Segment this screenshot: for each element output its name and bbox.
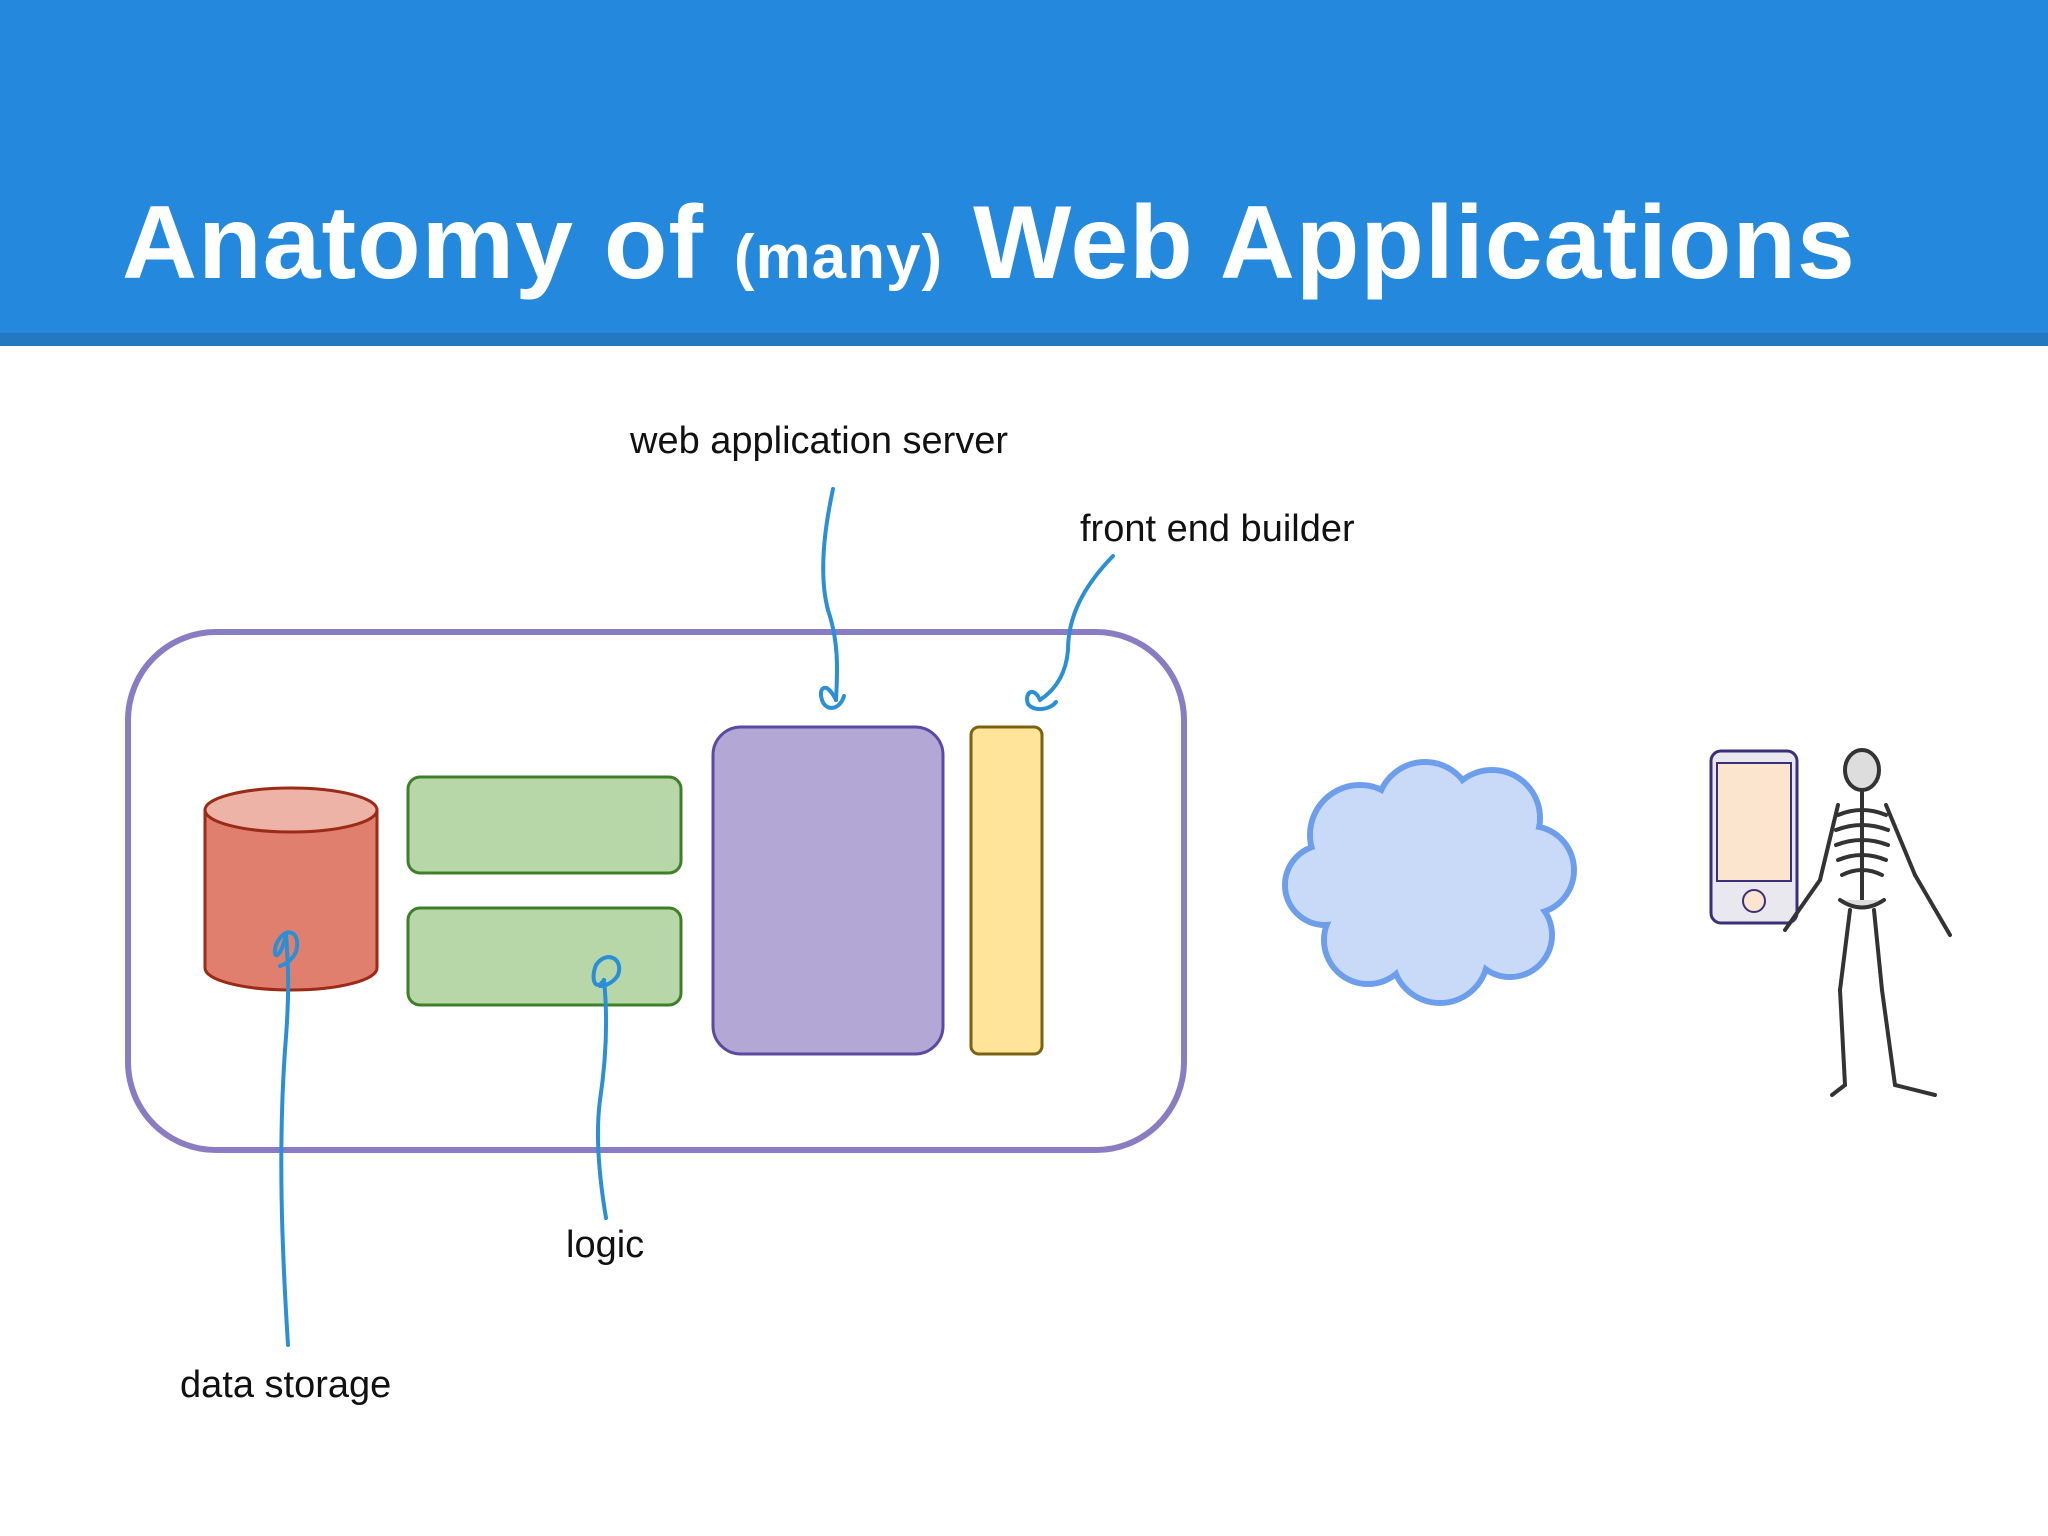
arrow-web-application-server-head [819,686,846,710]
title-part-3: Web Applications [973,185,1856,301]
arrow-front-end-builder-head [1025,689,1058,711]
arrow-data-storage [279,933,291,1347]
title-part-1: Anatomy of [122,185,704,301]
title-part-2: (many) [733,223,944,292]
logic-block-top [406,775,683,875]
arrow-logic-head [591,955,622,988]
database-cylinder-icon [203,786,379,992]
label-data-storage: data storage [180,1364,392,1406]
front-end-builder-block [969,725,1044,1056]
mobile-phone-icon [1709,749,1799,925]
skeleton-figure-icon [1783,748,1952,1097]
web-application-server-block [711,725,945,1056]
arrow-web-application-server [821,487,840,702]
arrow-logic [596,978,609,1220]
slide-title: Anatomy of (many) Web Applications [122,178,1856,323]
arrows [273,487,1115,1347]
arrow-data-storage-head [273,930,300,968]
application-container [125,629,1187,1153]
label-logic: logic [566,1224,645,1266]
slide-header [0,0,2048,333]
label-front-end-builder: front end builder [1080,508,1355,550]
header-divider [0,333,2048,346]
logic-block-bottom [406,906,683,1007]
label-web-application-server: web application server [630,420,1009,462]
arrow-front-end-builder [1038,554,1115,702]
